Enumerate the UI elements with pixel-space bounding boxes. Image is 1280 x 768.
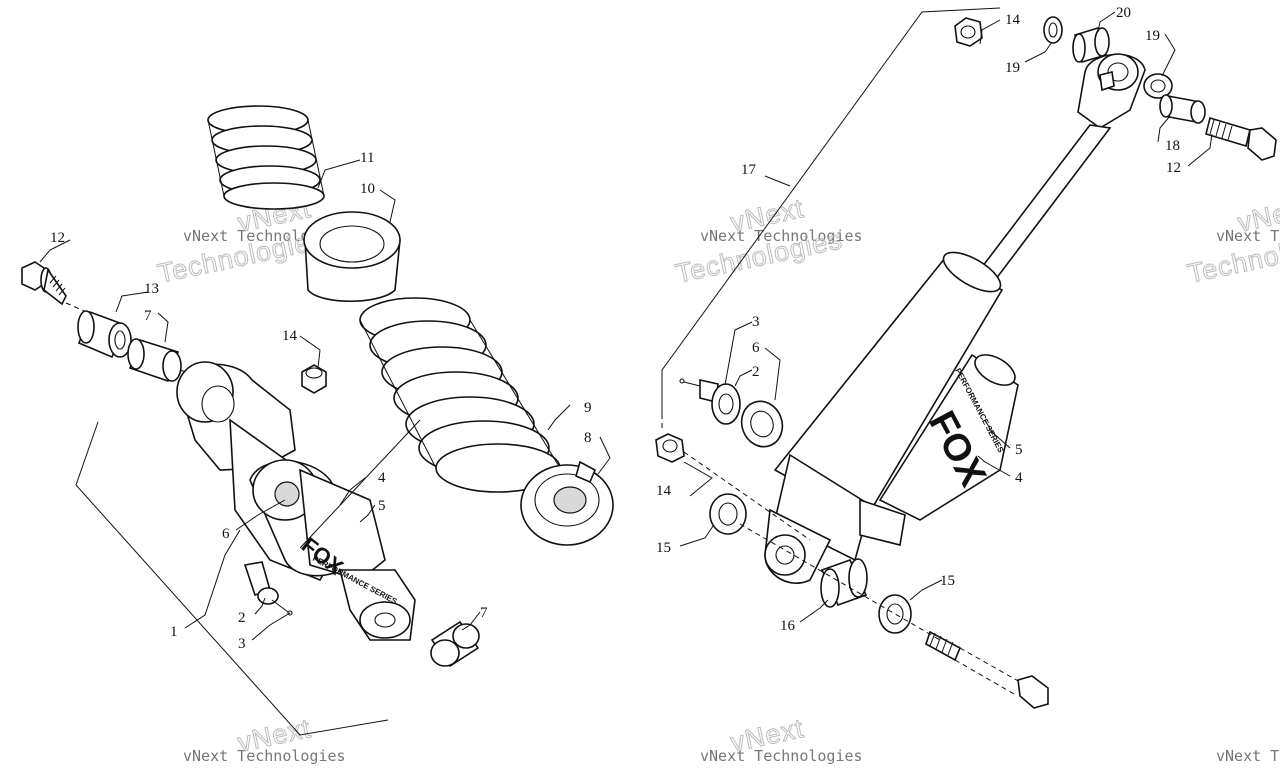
left-shock-assembly: FOX PERFORMANCE SERIES <box>21 105 614 736</box>
callouts-left: 1 2 3 4 5 6 7 7 8 9 10 11 12 13 14 <box>50 150 592 652</box>
spring-11 <box>207 105 325 210</box>
callout-5: 5 <box>378 498 386 514</box>
bushing-16 <box>820 558 868 608</box>
bushing-7-top <box>127 338 206 383</box>
callout-2-right: 2 <box>752 364 760 380</box>
bushing-15-upper <box>709 493 747 535</box>
callout-20: 20 <box>1116 5 1131 21</box>
callout-3-right: 3 <box>752 314 760 330</box>
callout-19-left: 19 <box>1005 60 1020 76</box>
callout-12-right: 12 <box>1166 160 1181 176</box>
bushing-7-bottom <box>430 620 480 668</box>
bushing-13 <box>77 310 132 359</box>
callout-12: 12 <box>50 230 65 246</box>
callout-9: 9 <box>584 400 592 416</box>
spring-seat-10 <box>303 211 401 302</box>
watermark-text: vNext Technologies <box>700 747 863 765</box>
bolt-12-left <box>21 261 101 319</box>
watermark-text: vNext Technologies <box>183 747 346 765</box>
assembly-bracket-1 <box>75 421 389 736</box>
leaders-left <box>39 159 611 641</box>
spring-9 <box>359 297 561 493</box>
watermark-text: vNext Technologies <box>1216 227 1280 245</box>
bushing-18 <box>1159 94 1206 124</box>
callout-15-upper: 15 <box>656 540 671 556</box>
right-shock-assembly: FOX PERFORMANCE SERIES <box>655 5 1277 709</box>
washer-19-top <box>1043 16 1063 44</box>
bolt-lower-right <box>925 630 1049 709</box>
nut-14-left <box>301 364 327 394</box>
callout-4-right: 4 <box>1015 470 1023 486</box>
callout-7-bottom: 7 <box>480 605 488 621</box>
callout-19-right: 19 <box>1145 28 1160 44</box>
washer-19-right <box>1143 73 1173 99</box>
bushing-15-lower <box>878 594 912 634</box>
nut-14-top <box>954 17 983 47</box>
callout-10: 10 <box>360 181 375 197</box>
callout-15-lower: 15 <box>940 573 955 589</box>
callout-1: 1 <box>170 624 178 640</box>
watermark-bottom-center: vNext Technologies vNext <box>700 713 863 765</box>
callout-6-right: 6 <box>752 340 760 356</box>
leaders-right <box>661 11 1213 641</box>
nut-14-right <box>655 433 685 463</box>
callout-16: 16 <box>780 618 796 634</box>
callout-13: 13 <box>144 281 159 297</box>
callout-2: 2 <box>238 610 246 626</box>
callout-18: 18 <box>1165 138 1180 154</box>
watermark-center: vNext Technologies vNext Technologies <box>673 193 863 290</box>
watermark-text: vNext Technologies <box>1216 747 1280 765</box>
assembly-bracket-17 <box>661 7 1001 414</box>
callout-11: 11 <box>360 150 374 166</box>
callout-7-top: 7 <box>144 308 152 324</box>
callout-17: 17 <box>741 162 757 178</box>
watermark-bottom-right: vNext Technologies <box>1216 747 1280 765</box>
shock-body-right: FOX PERFORMANCE SERIES <box>764 251 1019 584</box>
callouts-right: 17 14 20 19 19 18 12 3 6 2 5 4 14 15 15 … <box>656 5 1181 634</box>
callout-14-right: 14 <box>656 483 672 499</box>
callout-4: 4 <box>378 470 386 486</box>
callout-14: 14 <box>282 328 298 344</box>
callout-8: 8 <box>584 430 592 446</box>
callout-14-top: 14 <box>1005 12 1021 28</box>
valve-2-left <box>243 561 293 616</box>
spring-retainer-8 <box>520 460 614 546</box>
callout-3: 3 <box>238 636 246 652</box>
watermark-right: vNext Technologies vNext Technologies <box>1185 193 1280 290</box>
valve-2-right <box>679 378 741 425</box>
watermark-bottom-left: vNext Technologies vNext <box>183 713 346 765</box>
bolt-12-right <box>1205 116 1277 161</box>
shock-rod-right <box>958 53 1146 301</box>
washer-6-right <box>740 400 784 448</box>
callout-5-right: 5 <box>1015 442 1023 458</box>
callout-6: 6 <box>222 526 230 542</box>
watermark-text: vNext Technologies <box>700 227 863 245</box>
